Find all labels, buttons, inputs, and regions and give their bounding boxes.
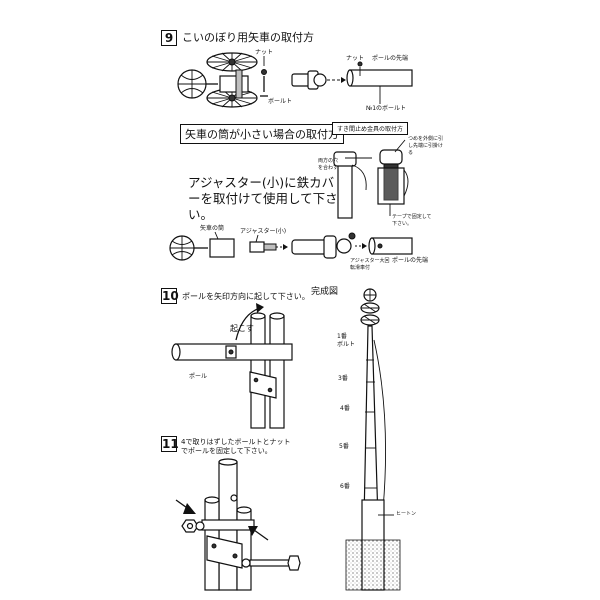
label-arrow-tube: 矢車の筒 [200,225,225,232]
pole-tip-small-icon [368,237,413,255]
bracket-plate-large-icon [206,535,243,569]
horizontal-pole-icon [171,343,293,361]
bolt-icon [241,555,301,571]
completed-label-no6: 6番 [340,483,350,490]
ball-ornament-small-icon [169,235,208,261]
step-10-number: 10 [161,288,179,304]
sub-box-title: 矢車の筒が小さい場合の取付方 [180,124,344,144]
adjuster-large-icon [291,232,356,259]
label-tape: テープで固定して下さい。 [392,214,432,227]
completed-label-no3: 3番 [338,375,348,382]
step-11-number: 11 [161,436,179,452]
step-11-instruction-line1: 4で取りはずしたボールトとナット [181,438,291,446]
step-9-number: 9 [161,30,177,46]
completed-windmill-icon [360,288,380,326]
step-9-instruction: アジャスター(小)に鉄カバーを取付けて使用して下さい。 [188,175,338,222]
left-arrow-icon [175,499,196,514]
label-hole-align: 両方の穴を合わす [318,158,339,171]
label-adjuster-small: アジャスター(小) [240,228,287,235]
step-9-title: こいのぼり用矢車の取付方 [182,31,314,44]
completed-label-no4: 4番 [340,405,350,412]
step-11-instruction-line2: でポールを固定して下さい。 [181,447,272,455]
label-pole-tip-b: ポールの先端 [392,257,429,264]
adjuster-nut-bolt-icon [260,56,327,97]
fitting-hook-detail-icon [377,149,409,216]
completed-label-bolt: ボルト [337,341,356,348]
label-side-callout: つめを外側に引し先端に引掛ける [408,136,444,156]
completed-label-no5: 5番 [339,443,349,450]
bracket-plate-icon [249,371,277,399]
completed-label-no1: 1番 [337,333,347,340]
label-adjuster-large: アジャスター大回転滑車付 [350,258,390,271]
fitting-pole-detail-icon [333,151,372,219]
windmill-wheel-upper-icon [206,52,258,72]
completed-pole-icon [363,325,387,521]
label-raise: 起こす [230,324,254,333]
label-no1-bolt: №1のボールト [366,105,407,112]
label-nut-b: ナット [346,55,365,62]
completed-title: 完成図 [311,287,339,297]
right-arrow-icon [248,526,269,541]
completed-label-rope: ヒートン [396,511,417,517]
nut-icon [181,519,205,533]
label-pole-tip-a: ポールの先端 [372,55,409,62]
label-nut-a: ナット [255,49,274,56]
ball-ornament-icon [177,69,218,99]
label-pole: ポール [189,373,208,380]
pole-tip-icon [346,61,413,104]
label-bolt: ボールト [268,98,293,105]
step-10-instruction: ポールを矢印方向に起して下さい。 [182,292,310,301]
label-slip-fitting: すき間止め金具の取付方 [332,122,409,135]
raise-arrow-icon [235,303,264,341]
windmill-wheel-lower-icon [206,88,258,108]
ground-base-icon [345,499,401,591]
